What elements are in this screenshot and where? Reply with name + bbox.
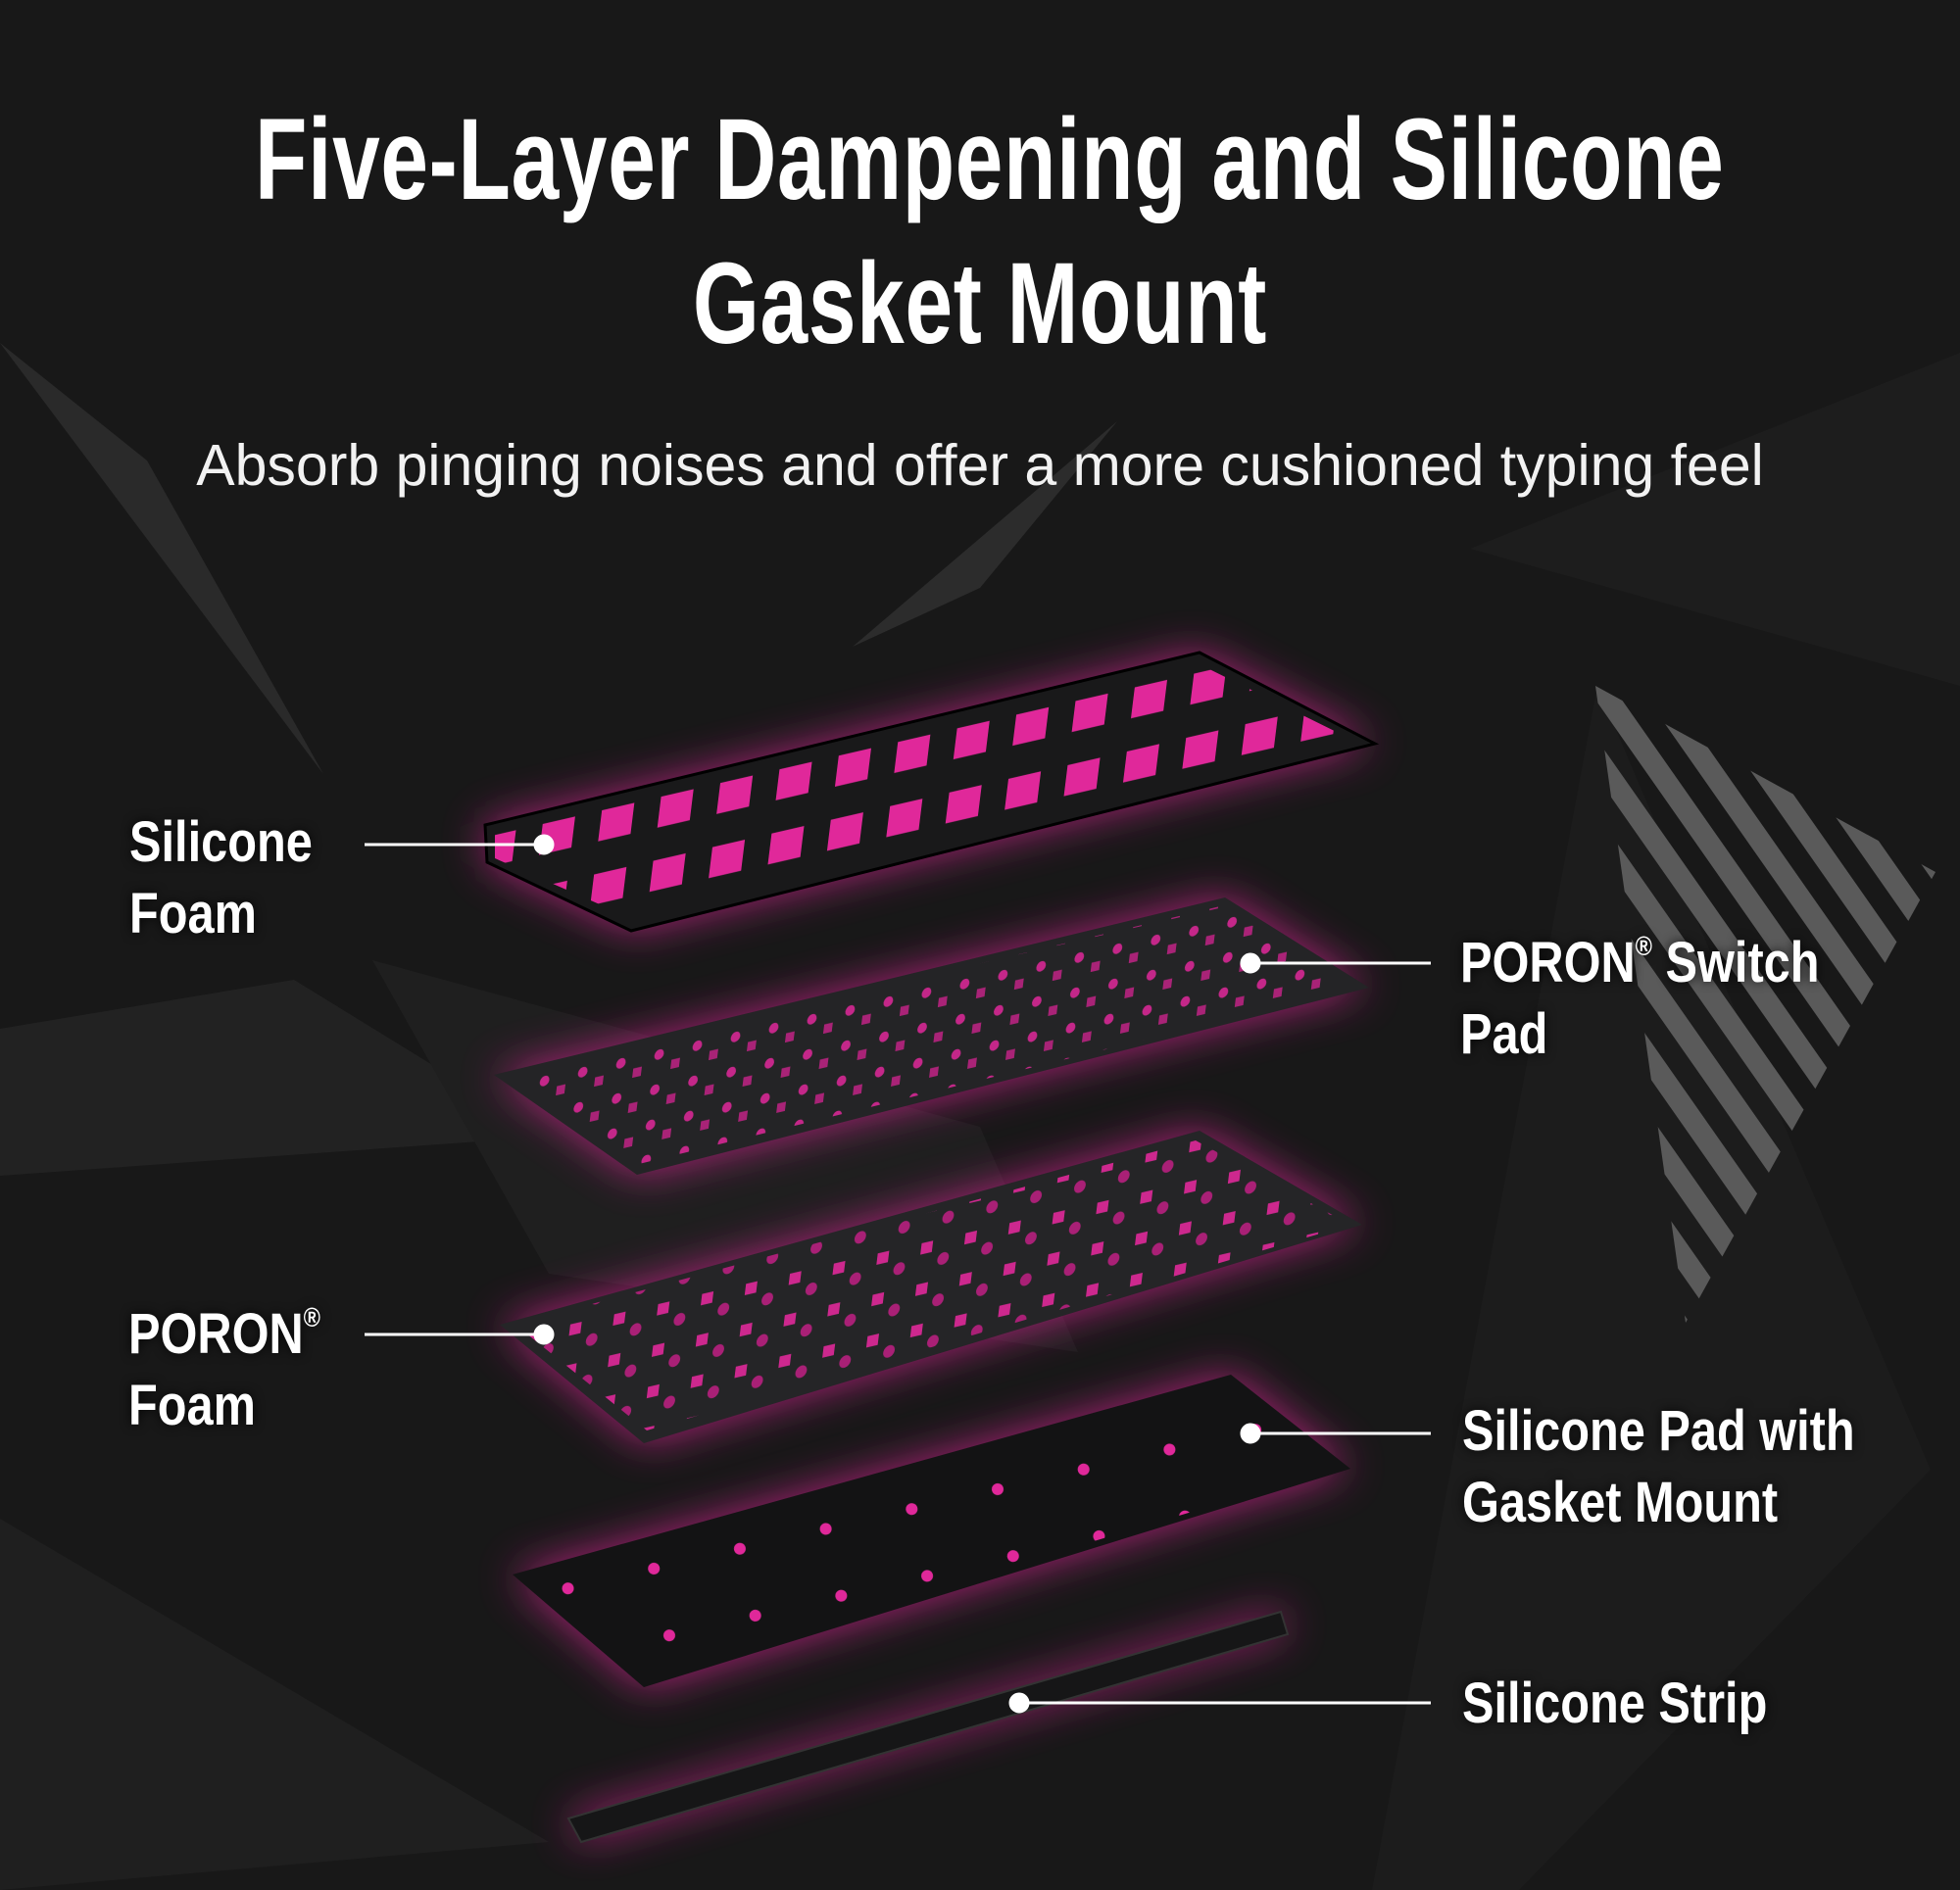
label-line: PORON®	[128, 1298, 320, 1370]
callout-lines	[365, 834, 1431, 1714]
title-line-2: Gasket Mount	[692, 239, 1268, 368]
label-text: PORON	[128, 1302, 304, 1366]
label-poron-foam: PORON® Foam	[128, 1298, 320, 1441]
label-silicone-strip: Silicone Strip	[1462, 1668, 1767, 1739]
label-line: Foam	[129, 882, 257, 945]
label-silicone-foam: Silicone Foam	[129, 806, 313, 949]
layer-poron-foam	[500, 1131, 1362, 1443]
label-line: PORON® Switch	[1460, 927, 1820, 998]
subtitle: Absorb pinging noises and offer a more c…	[196, 433, 1764, 498]
title-line-1: Five-Layer Dampening and Silicone	[255, 95, 1725, 224]
label-line: Gasket Mount	[1462, 1471, 1779, 1534]
label-silicone-pad-gasket: Silicone Pad with Gasket Mount	[1462, 1395, 1855, 1538]
layer-silicone-foam	[483, 651, 1380, 933]
striped-triangle-decoration	[1595, 686, 1936, 1323]
layer-silicone-pad-gasket	[513, 1375, 1350, 1687]
label-text: Switch	[1651, 931, 1820, 994]
label-line: Pad	[1460, 1002, 1548, 1066]
background-shards	[0, 343, 1960, 1890]
registered-mark: ®	[1635, 931, 1652, 961]
layer-silicone-strip	[566, 1610, 1290, 1844]
label-line: Silicone Pad with	[1462, 1399, 1855, 1463]
registered-mark: ®	[303, 1302, 320, 1333]
label-poron-switch-pad: PORON® Switch Pad	[1460, 927, 1820, 1070]
label-line: Silicone Strip	[1462, 1672, 1768, 1735]
label-line: Foam	[128, 1374, 256, 1437]
label-line: Silicone	[129, 810, 313, 874]
layer-poron-switch-pad	[494, 897, 1369, 1175]
label-text: PORON	[1460, 931, 1636, 994]
